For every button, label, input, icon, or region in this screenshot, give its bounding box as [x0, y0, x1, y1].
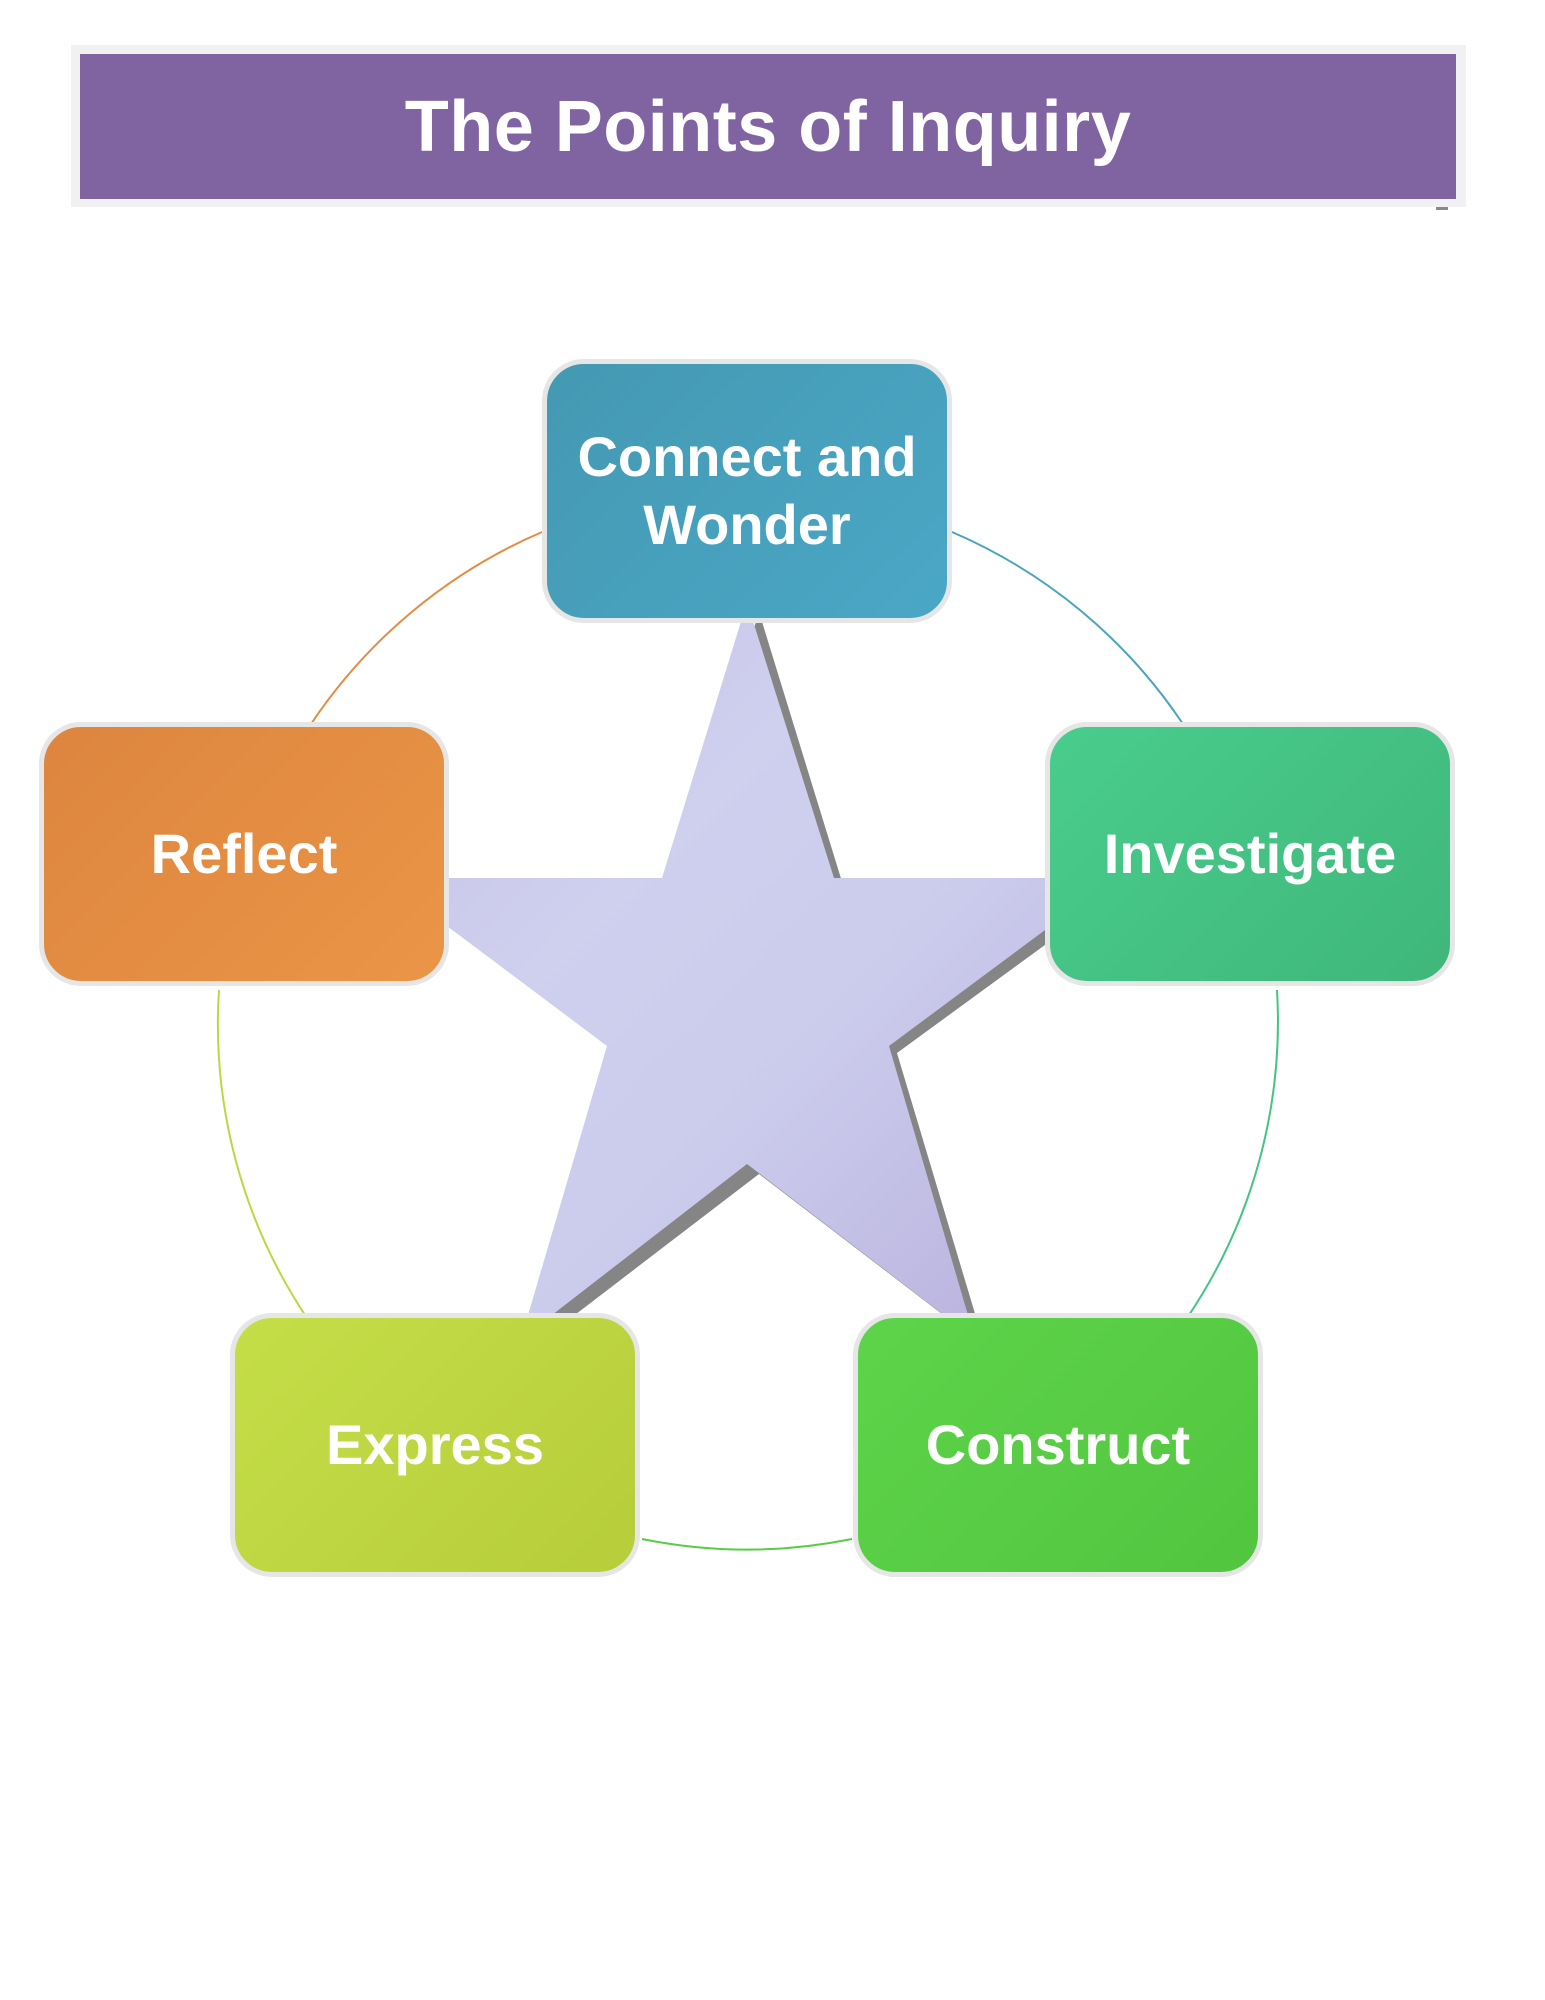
node-label: Reflect [150, 821, 338, 885]
node-label: Construct [925, 1412, 1191, 1476]
node-label: Investigate [1103, 821, 1397, 885]
page-title: The Points of Inquiry [404, 86, 1132, 167]
node-investigate: Investigate [1045, 722, 1455, 986]
connector-investigate-construct [1186, 989, 1279, 1319]
node-label: Express [326, 1412, 544, 1476]
connector-reflect-connect [310, 531, 543, 725]
connector-construct-express [641, 1538, 853, 1551]
star-shape [383, 602, 1115, 1339]
node-express: Express [230, 1313, 640, 1577]
node-reflect: Reflect [39, 722, 449, 986]
connector-connect-investigate [951, 531, 1184, 725]
connector-express-reflect [216, 989, 308, 1319]
title-mark [1436, 207, 1448, 210]
node-label: Connect and Wonder [577, 424, 917, 556]
node-construct: Construct [853, 1313, 1263, 1577]
node-connect-and-wonder: Connect and Wonder [542, 359, 952, 623]
title-banner: The Points of Inquiry [80, 54, 1456, 199]
